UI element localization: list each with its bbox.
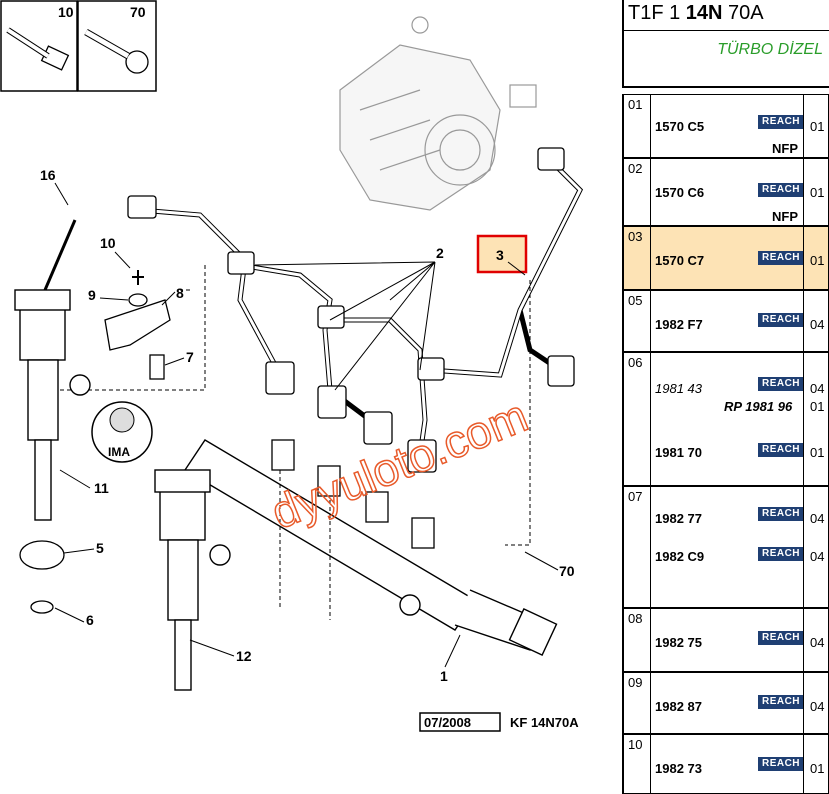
sleeve-7[interactable] [149,354,165,380]
ima-label-icon: IMA [91,401,153,463]
svg-text:IMA: IMA [108,445,130,459]
callout-5[interactable]: 5 [96,540,104,556]
replacement-ref[interactable]: RP 1981 96 [724,399,793,414]
footer-date: 07/2008 [424,715,471,730]
part-ref[interactable]: 1982 77 [655,511,702,526]
high-pressure-pump[interactable] [339,16,537,211]
rail-ports [271,439,435,549]
watermark: dyyuloto.com [264,389,535,539]
part-row-02[interactable]: 02 1570 C6 REACH 01 NFP [622,158,829,226]
callout-3: 3 [496,247,504,263]
part-ref[interactable]: 1982 87 [655,699,702,714]
part-qty: 04 [810,381,825,396]
part-row-06[interactable]: 06 1981 43 REACH 04 RP 1981 96 01 1981 7… [622,352,829,486]
callout-8[interactable]: 8 [176,285,184,301]
reach-badge: REACH [758,547,804,561]
row-position: 10 [624,735,651,793]
callout-70[interactable]: 70 [559,563,575,579]
footer-code: KF 14N70A [510,715,579,730]
part-ref[interactable]: 1570 C5 [655,119,705,134]
part-ref[interactable]: 1982 75 [655,635,702,650]
row-position: 02 [624,159,651,225]
part-qty: 04 [810,635,825,650]
part-qty: 04 [810,699,825,714]
reach-badge: REACH [758,631,804,645]
row-position: 03 [624,227,651,289]
part-qty: 01 [810,445,825,460]
bolt-icon [6,27,70,71]
callout-3-highlight[interactable]: 3 [476,234,528,276]
row-position: 05 [624,291,651,351]
part-ref[interactable]: 1981 70 [655,445,702,460]
callout-11[interactable]: 11 [94,480,109,496]
pipe-nuts [127,147,575,473]
part-qty: 01 [810,253,825,268]
screw-icon [84,28,149,74]
part-row-05[interactable]: 05 1982 F7 REACH 04 [622,290,829,352]
callout-2[interactable]: 2 [436,245,444,261]
row-position: 07 [624,487,651,607]
kit-box-70[interactable]: 70 [77,0,157,92]
part-qty: 01 [810,185,825,200]
washer-6[interactable] [30,600,54,614]
part-qty: 04 [810,549,825,564]
part-qty: 01 [810,761,825,776]
kit-box-10-label: 10 [58,4,74,20]
part-note: NFP [772,209,798,224]
part-ref[interactable]: 1982 C9 [655,549,705,564]
reach-badge: REACH [758,251,804,265]
reach-badge: REACH [758,377,804,391]
washer-9[interactable] [128,293,148,307]
callout-1[interactable]: 1 [440,668,448,684]
reach-badge: REACH [758,313,804,327]
part-qty: 04 [810,317,825,332]
callout-10[interactable]: 10 [100,235,116,251]
injector-11[interactable] [14,289,91,521]
kit-box-10[interactable]: 10 [0,0,78,92]
parts-diagram: 10 70 [0,0,584,732]
reach-badge: REACH [758,115,804,129]
part-ref[interactable]: 1981 43 [655,381,702,396]
part-row-10[interactable]: 10 1982 73 REACH 01 [622,734,829,794]
panel-title: T1F 1 14N 70A [622,0,829,30]
part-qty: 04 [810,511,825,526]
part-ref[interactable]: 1982 73 [655,761,702,776]
reach-badge: REACH [758,757,804,771]
callout-12[interactable]: 12 [236,648,252,664]
callout-9[interactable]: 9 [88,287,96,303]
replacement-qty: 01 [810,399,825,414]
part-row-08[interactable]: 08 1982 75 REACH 04 [622,608,829,672]
row-position: 06 [624,353,651,485]
callout-7[interactable]: 7 [186,349,194,365]
part-qty: 01 [810,119,825,134]
reach-badge: REACH [758,443,804,457]
part-ref[interactable]: 1982 F7 [655,317,703,332]
panel-subtitle: TÜRBO DİZEL [622,30,829,88]
part-ref[interactable]: 1570 C7 [655,253,705,268]
part-row-01[interactable]: 01 1570 C5 REACH 01 NFP [622,94,829,158]
reach-badge: REACH [758,695,804,709]
part-ref[interactable]: 1570 C6 [655,185,705,200]
bolt-10[interactable] [132,270,144,285]
injector-12[interactable] [154,469,231,691]
row-position: 09 [624,673,651,733]
reach-badge: REACH [758,183,804,197]
part-row-03[interactable]: 03 1570 C7 REACH 01 [622,226,829,290]
kit-box-70-label: 70 [130,4,146,20]
parts-panel: T1F 1 14N 70A TÜRBO DİZEL 01 1570 C5 REA… [622,0,829,794]
row-position: 01 [624,95,651,157]
part-note: NFP [772,141,798,156]
part-row-09[interactable]: 09 1982 87 REACH 04 [622,672,829,734]
callout-6[interactable]: 6 [86,612,94,628]
row-position: 08 [624,609,651,671]
seal-5[interactable] [19,540,65,570]
callout-16[interactable]: 16 [40,167,56,183]
part-row-07[interactable]: 07 1982 77 REACH 04 1982 C9 REACH 04 [622,486,829,608]
reach-badge: REACH [758,507,804,521]
clamp-8[interactable] [104,299,171,351]
